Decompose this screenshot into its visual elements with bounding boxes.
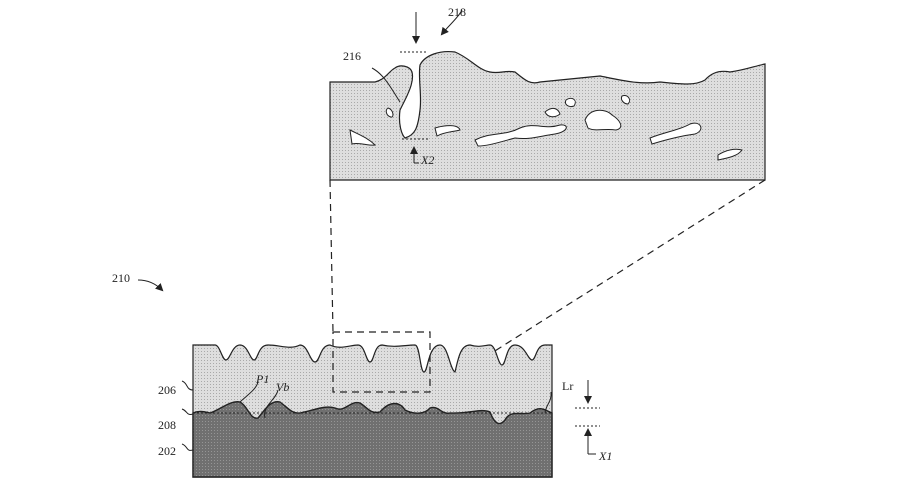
voids: [349, 95, 743, 161]
magnified-layer: [329, 50, 766, 181]
label-vb: Vb: [276, 380, 289, 394]
label-206: 206: [158, 383, 176, 397]
label-216: 216: [343, 49, 361, 63]
dimension-lines: [400, 51, 600, 427]
label-202: 202: [158, 444, 176, 458]
label-x2: X2: [420, 153, 434, 167]
label-x1: X1: [598, 449, 612, 463]
label-218: 218: [448, 5, 466, 19]
magnified-view: [329, 50, 766, 181]
label-p1: P1: [255, 372, 269, 386]
magnify-region-box: [332, 331, 431, 393]
label-lr: Lr: [562, 379, 573, 393]
leader-lines: [137, 9, 596, 455]
layer-202: [192, 401, 553, 478]
cross-section: [192, 331, 553, 478]
label-208: 208: [158, 418, 176, 432]
label-210: 210: [112, 271, 130, 285]
